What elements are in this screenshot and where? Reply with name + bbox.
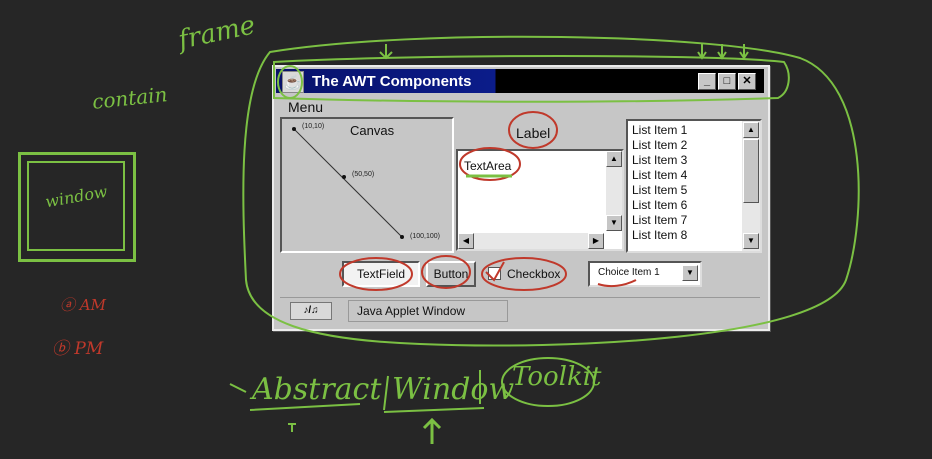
checkmark-icon [485, 261, 505, 282]
choice-selected: Choice Item 1 [598, 267, 660, 278]
titlebar-outline [273, 55, 790, 103]
label-component: Label [516, 125, 551, 141]
abstract-underline [229, 383, 361, 411]
annotation-toolkit: Toolkit [512, 362, 602, 392]
app-icon[interactable]: ☕ [282, 71, 304, 93]
label-circle [508, 111, 558, 149]
close-button[interactable]: ✕ [738, 73, 756, 90]
textfield-circle [339, 257, 413, 291]
annotation-pm: ⓑ PM [52, 334, 103, 359]
scroll-down-icon[interactable]: ▼ [606, 215, 622, 231]
container-outline [242, 35, 860, 347]
t-mark-icon [288, 423, 296, 432]
canvas-title: Canvas [350, 123, 395, 138]
pm-circle-icon: ⓑ [52, 339, 69, 359]
textarea-vertical-scrollbar[interactable]: ▲ ▼ [606, 151, 622, 231]
canvas-point [292, 127, 296, 131]
menu-item[interactable]: Menu [288, 99, 324, 115]
awt-components-window: ☕ The AWT Components _ □ ✕ Menu Canvas (… [272, 65, 770, 331]
applet-icon: ♪/♫ [290, 302, 332, 320]
awt-button[interactable]: Button [426, 261, 476, 287]
minimize-button[interactable]: _ [698, 73, 716, 90]
status-text: Java Applet Window [348, 300, 508, 322]
down-arrow-icon [379, 44, 393, 60]
canvas-point [400, 235, 404, 239]
list-item[interactable]: List Item 6 [632, 198, 688, 212]
list-item[interactable]: List Item 5 [632, 183, 688, 197]
textarea-horizontal-scrollbar[interactable]: ◀ ▶ [458, 233, 604, 249]
canvas-point [342, 175, 346, 179]
point-label: (50,50) [352, 171, 375, 178]
pm-text: PM [74, 339, 104, 359]
list-item[interactable]: List Item 1 [632, 123, 688, 137]
annotation-abstract: Abstract [252, 372, 382, 407]
list-item[interactable]: List Item 8 [632, 228, 688, 242]
chevron-down-icon[interactable]: ▼ [682, 265, 698, 281]
list-scrollbar[interactable]: ▲ ▼ [742, 121, 760, 251]
scroll-thumb[interactable] [743, 139, 759, 203]
up-arrow-icon [422, 417, 442, 444]
textarea-text: TextArea [464, 159, 512, 173]
list-item[interactable]: List Item 4 [632, 168, 688, 182]
window-title: The AWT Components [312, 73, 472, 90]
checkbox-circle [481, 257, 567, 291]
scroll-right-icon[interactable]: ▶ [588, 233, 604, 249]
list-item[interactable]: List Item 7 [632, 213, 688, 227]
window-box [383, 370, 485, 413]
list-item[interactable]: List Item 2 [632, 138, 688, 152]
toolkit-circle [501, 357, 595, 407]
scroll-left-icon[interactable]: ◀ [458, 233, 474, 249]
annotation-am: ⓐ AM [60, 294, 106, 315]
icon-circle [277, 65, 303, 99]
am-circle-icon: ⓐ [60, 296, 76, 314]
point-label: (10,10) [302, 123, 325, 130]
textarea-circle [459, 147, 521, 181]
choice-dropdown[interactable]: Choice Item 1 ▼ [588, 261, 702, 287]
annotation-window-box: window [18, 152, 136, 262]
choice-underline [597, 279, 637, 288]
scroll-up-icon[interactable]: ▲ [743, 122, 759, 138]
list-item[interactable]: List Item 3 [632, 153, 688, 167]
maximize-button[interactable]: □ [718, 73, 736, 90]
annotation-window-bottom: Window [392, 372, 515, 407]
textarea[interactable]: TextArea ▲ ▼ ◀ ▶ [456, 149, 624, 251]
checkbox-label: Checkbox [507, 267, 561, 281]
scroll-down-icon[interactable]: ▼ [743, 233, 759, 249]
canvas-line [293, 128, 403, 238]
am-text: AM [79, 296, 106, 314]
down-arrows-icon [697, 44, 749, 60]
list-box[interactable]: List Item 1 List Item 2 List Item 3 List… [626, 119, 762, 253]
point-label: (100,100) [410, 233, 440, 240]
status-bar: ♪/♫ Java Applet Window [280, 297, 760, 322]
title-bar[interactable]: ☕ The AWT Components _ □ ✕ [276, 69, 764, 93]
canvas-drawing [292, 127, 404, 239]
button-circle [421, 255, 471, 289]
canvas: Canvas (10,10) (50,50) (100,100) [280, 117, 454, 253]
scroll-up-icon[interactable]: ▲ [606, 151, 622, 167]
